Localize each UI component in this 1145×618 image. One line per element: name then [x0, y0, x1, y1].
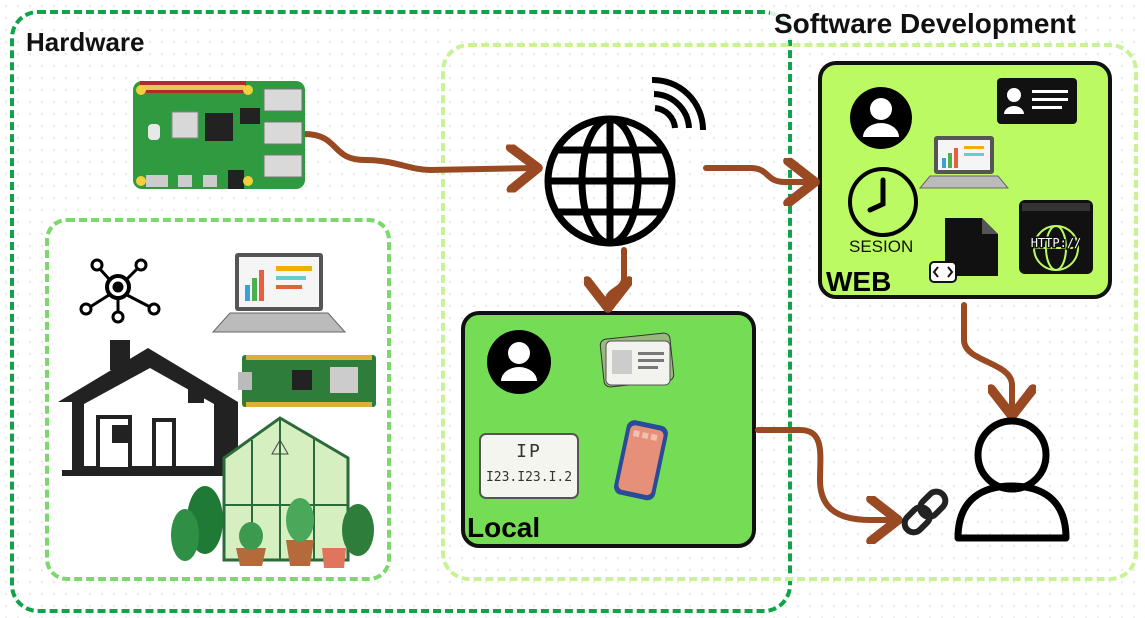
user-outline-icon — [954, 417, 1070, 542]
ip-card-address: I23.I23.I.2 — [485, 470, 573, 485]
arrow-internet-to-local — [608, 247, 624, 305]
smartphone-icon — [614, 420, 668, 501]
arrow-local-to-user — [755, 427, 895, 520]
http-text: HTTP:// — [1031, 236, 1082, 250]
user-icon-local — [487, 330, 551, 394]
arrow-pi-to-internet — [301, 131, 535, 170]
hardware-title: Hardware — [26, 27, 145, 57]
id-card-icon-web — [997, 78, 1077, 124]
software-development-title: Software Development — [770, 8, 1080, 40]
ip-card-title: IP — [516, 441, 542, 462]
plant-icon — [171, 486, 374, 568]
hardware-region — [10, 10, 792, 613]
arrow-internet-to-web — [703, 168, 812, 182]
network-hub-icon — [79, 258, 161, 324]
id-card-icon-local — [599, 332, 675, 388]
house-icon — [58, 340, 240, 476]
code-file-icon — [929, 218, 998, 283]
web-label: WEB — [826, 266, 892, 297]
laptop-chart-icon-web — [918, 136, 1010, 189]
ip-address-card: IP I23.I23.I.2 — [479, 433, 579, 499]
arrow-web-to-user — [961, 302, 1012, 413]
clock-icon — [848, 167, 918, 237]
raspberry-pi-board-icon — [133, 81, 305, 189]
local-label: Local — [467, 512, 541, 543]
pico-board-icon — [238, 355, 376, 407]
globe-wifi-icon — [544, 76, 706, 247]
laptop-chart-icon-home — [211, 253, 347, 333]
link-chain-icon — [901, 488, 949, 536]
session-label: SESION — [849, 237, 914, 256]
software-development-region — [441, 43, 1138, 581]
http-browser-icon: HTTP:// — [1019, 200, 1093, 274]
user-icon-web — [850, 87, 912, 149]
